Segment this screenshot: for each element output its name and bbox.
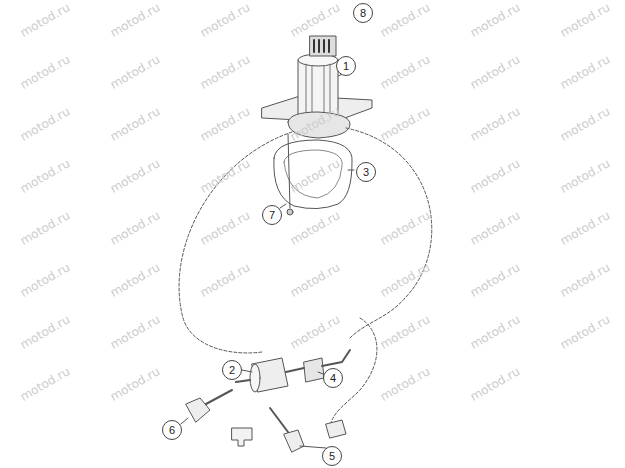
callout-number: 5 <box>329 451 335 462</box>
connector-pins <box>314 40 329 52</box>
connector-tube <box>322 350 350 366</box>
callout-circle: 3 <box>356 162 376 182</box>
watermark: motod.ru <box>108 157 162 195</box>
watermark: motod.ru <box>108 209 162 247</box>
callout-number: 1 <box>343 61 349 72</box>
watermark: motod.ru <box>288 1 342 39</box>
callout-circle: 7 <box>262 205 282 225</box>
watermark: motod.ru <box>18 53 72 91</box>
leader-line <box>280 204 286 208</box>
watermark: motod.ru <box>198 53 252 91</box>
callout-number: 3 <box>363 167 369 178</box>
watermark: motod.ru <box>468 261 522 299</box>
callout-number: 4 <box>330 373 336 384</box>
watermark: motod.ru <box>558 209 612 247</box>
elbow-tube-lower <box>270 408 288 432</box>
callout-number: 6 <box>169 425 175 436</box>
leader-line <box>318 372 323 374</box>
watermark: motod.ru <box>108 261 162 299</box>
watermark: motod.ru <box>558 105 612 143</box>
leader-line <box>242 370 252 372</box>
elbow-fitting <box>186 398 210 422</box>
watermark: motod.ru <box>288 157 342 195</box>
watermark: motod.ru <box>468 105 522 143</box>
sensor-wire <box>288 134 290 208</box>
watermark: motod.ru <box>108 105 162 143</box>
watermark: motod.ru <box>468 313 522 351</box>
watermark: motod.ru <box>468 157 522 195</box>
elbow-fitting-lower <box>284 430 304 452</box>
callout-circle: 2 <box>222 360 242 380</box>
callout-circle: 6 <box>162 420 182 440</box>
watermark: motod.ru <box>288 313 342 351</box>
watermark: motod.ru <box>18 157 72 195</box>
watermark: motod.ru <box>18 261 72 299</box>
callout-circle: 5 <box>322 446 342 466</box>
watermark: motod.ru <box>18 1 72 39</box>
sensor-float <box>287 209 293 215</box>
watermark: motod.ru <box>108 365 162 403</box>
watermark: motod.ru <box>378 365 432 403</box>
watermark: motod.ru <box>288 105 342 143</box>
leader-line <box>300 446 326 448</box>
watermark: motod.ru <box>468 365 522 403</box>
callout-circle: 4 <box>323 368 343 388</box>
watermark: motod.ru <box>558 261 612 299</box>
watermark: motod.ru <box>468 53 522 91</box>
watermark: motod.ru <box>288 261 342 299</box>
watermark: motod.ru <box>468 1 522 39</box>
watermark: motod.ru <box>378 105 432 143</box>
watermark: motod.ru <box>378 1 432 39</box>
gasket-outer <box>274 140 352 209</box>
watermark: motod.ru <box>198 1 252 39</box>
watermark: motod.ru <box>18 313 72 351</box>
watermark: motod.ru <box>18 365 72 403</box>
watermark: motod.ru <box>198 261 252 299</box>
watermark: motod.ru <box>18 105 72 143</box>
gasket-inner <box>284 150 342 198</box>
watermark: motod.ru <box>198 105 252 143</box>
fuel-hose-left <box>179 132 292 353</box>
watermark: motod.ru <box>18 209 72 247</box>
watermark: motod.ru <box>108 313 162 351</box>
watermark: motod.ru <box>558 157 612 195</box>
callout-number: 8 <box>360 8 366 19</box>
watermark: motod.ru <box>558 1 612 39</box>
quick-connector <box>304 358 324 382</box>
callout-number: 7 <box>269 210 275 221</box>
callout-circle: 8 <box>353 3 373 23</box>
hose-end-fitting <box>326 420 346 438</box>
fuel-hose-right <box>346 128 432 338</box>
watermark: motod.ru <box>108 1 162 39</box>
watermark: motod.ru <box>378 261 432 299</box>
watermark: motod.ru <box>288 209 342 247</box>
callout-circle: 1 <box>336 56 356 76</box>
watermark: motod.ru <box>378 313 432 351</box>
bracket-part <box>232 428 252 446</box>
watermark: motod.ru <box>378 209 432 247</box>
watermark: motod.ru <box>378 53 432 91</box>
watermark: motod.ru <box>558 53 612 91</box>
callout-number: 2 <box>229 365 235 376</box>
filter-nipples <box>236 368 304 382</box>
pump-connector <box>310 36 336 56</box>
leader-line <box>181 418 188 424</box>
filter-end <box>250 364 260 392</box>
watermark: motod.ru <box>198 157 252 195</box>
watermark: motod.ru <box>558 313 612 351</box>
watermark: motod.ru <box>108 53 162 91</box>
watermark: motod.ru <box>468 209 522 247</box>
watermark: motod.ru <box>198 209 252 247</box>
elbow-tube <box>206 390 232 404</box>
leader-line <box>348 170 354 171</box>
